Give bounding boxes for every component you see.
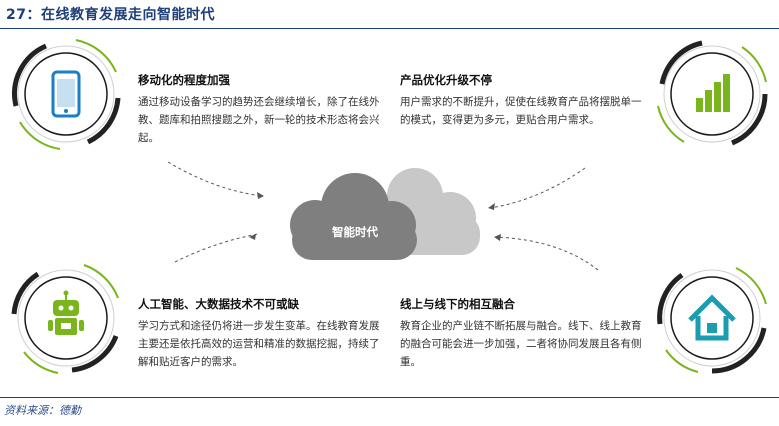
ring-top-right	[657, 40, 768, 146]
arrow-from-top-right	[489, 167, 586, 209]
arrow-from-bottom-right	[495, 236, 599, 271]
block-product-body: 用户需求的不断提升，促使在线教育产品将摆脱单一的模式，变得更为多元，更贴合用户需…	[400, 96, 642, 126]
house-icon	[688, 294, 736, 341]
block-product: 产品优化升级不停 用户需求的不断提升，促使在线教育产品将摆脱单一的模式，变得更为…	[400, 72, 645, 129]
block-online-offline-body: 教育企业的产业链不断拓展与融合。线下、线上教育的融合可能会进一步加强，二者将协同…	[400, 320, 642, 368]
ring-top-left	[12, 39, 121, 150]
block-online-offline: 线上与线下的相互融合 教育企业的产业链不断拓展与融合。线下、线上教育的融合可能会…	[400, 296, 645, 371]
arrow-heads	[249, 192, 501, 241]
arrow-from-bottom-left	[174, 233, 259, 263]
block-mobile-head: 移动化的程度加强	[138, 73, 230, 87]
block-mobile: 移动化的程度加强 通过移动设备学习的趋势还会继续增长，除了在线外教、题库和拍照搜…	[138, 72, 383, 147]
arrow-from-top-left	[167, 161, 263, 197]
bottom-divider	[0, 397, 779, 398]
block-mobile-body: 通过移动设备学习的趋势还会继续增长，除了在线外教、题库和拍照搜题之外，新一轮的技…	[138, 96, 380, 144]
connector-arrows	[167, 161, 599, 271]
block-ai-head: 人工智能、大数据技术不可或缺	[138, 297, 299, 311]
block-online-offline-head: 线上与线下的相互融合	[400, 297, 515, 311]
bar-chart-icon	[696, 74, 730, 112]
block-ai: 人工智能、大数据技术不可或缺 学习方式和途径仍将进一步发生变革。在线教育发展主要…	[138, 296, 383, 371]
block-product-head: 产品优化升级不停	[400, 73, 492, 87]
center-label: 智能时代	[332, 225, 378, 239]
source-note: 资料来源：德勤	[4, 404, 81, 417]
robot-icon	[48, 290, 84, 335]
cloud-front	[290, 173, 417, 260]
title-divider	[0, 28, 779, 29]
ring-bottom-left	[11, 264, 119, 374]
page-title: 27：在线教育发展走向智能时代	[6, 7, 215, 23]
ring-bottom-right	[657, 267, 767, 374]
smartphone-icon	[51, 70, 81, 118]
block-ai-body: 学习方式和途径仍将进一步发生变革。在线教育发展主要还是依托高效的运营和精准的数据…	[138, 320, 380, 368]
